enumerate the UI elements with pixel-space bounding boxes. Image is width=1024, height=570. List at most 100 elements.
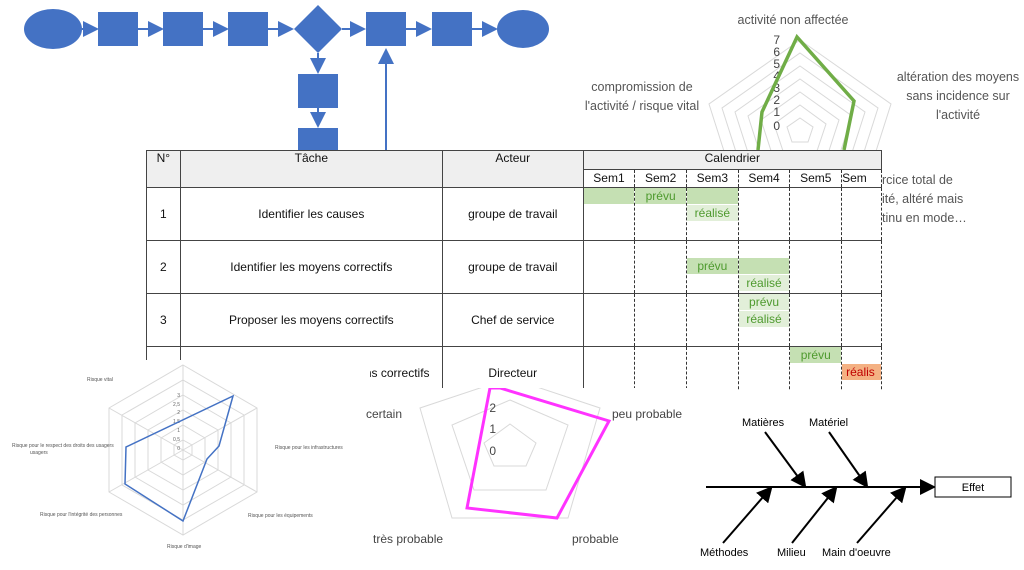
row-task: Identifier les moyens correctifs — [180, 240, 443, 294]
radar-tick: 2,5 — [173, 402, 180, 408]
radar-series-line — [756, 33, 856, 150]
radar-label: rcice total de — [882, 173, 953, 187]
radar-label: l'activité / risque vital — [585, 99, 699, 113]
flowchart — [24, 5, 549, 150]
radar-left: 3 2,5 2 1,5 1 0,5 0 Risque vital Risque … — [0, 360, 370, 570]
radar-tick: 0 — [177, 446, 180, 452]
week-header: Sem4 — [737, 168, 791, 188]
cause-label: Méthodes — [700, 547, 749, 559]
radar-label: Risque vital — [87, 377, 113, 383]
process-box — [228, 12, 268, 46]
radar-label: Risque pour les équipements — [248, 513, 313, 519]
header-actor: Acteur — [441, 150, 584, 188]
header-calendar: Calendrier — [582, 150, 882, 170]
week-header: Sem1 — [582, 168, 636, 188]
gantt-table: N° Tâche Acteur Calendrier Sem1 Sem2 Sem… — [146, 150, 882, 390]
radar-label: sans incidence sur — [906, 89, 1010, 103]
table-row: 3 Proposer les moyens correctifs Chef de… — [146, 293, 882, 347]
radar-tick: 3 — [177, 393, 180, 399]
decision-diamond — [294, 5, 342, 53]
planned-bar: prévu — [790, 347, 842, 363]
week-header: Sem3 — [686, 168, 739, 188]
week-header: Sem2 — [634, 168, 687, 188]
row-num: 2 — [146, 240, 181, 294]
radar-tick: 1,5 — [173, 419, 180, 425]
effect-label: Effet — [962, 482, 984, 494]
effect-box — [934, 476, 1012, 498]
week-header: Sem5 — [789, 168, 843, 188]
radar-series-line — [465, 388, 612, 520]
radar-tick: 1 — [489, 422, 496, 436]
row-num: 1 — [146, 187, 181, 241]
process-box — [163, 12, 203, 46]
radar-tick: 4 — [773, 69, 780, 83]
planned-bar — [738, 258, 790, 274]
process-box — [366, 12, 406, 46]
process-box — [298, 128, 338, 150]
radar-label: Risque pour les infrastructures — [275, 445, 343, 451]
radar-tick: 7 — [773, 33, 780, 47]
done-bar: réalisé — [687, 205, 738, 221]
planned-bar: prévu — [687, 258, 738, 274]
row-actor: Chef de service — [442, 293, 584, 347]
radar-label: probable — [572, 532, 619, 546]
row-actor: Directeur — [442, 346, 584, 390]
planned-bar: prévu — [738, 294, 790, 310]
row-task: Identifier les causes — [180, 187, 443, 241]
header-task: Tâche — [179, 150, 443, 188]
radar-tick: 0 — [773, 119, 780, 133]
week-header: Sem — [841, 168, 882, 188]
radar-tick: 2 — [177, 410, 180, 416]
cause-label: Matériel — [809, 417, 848, 429]
cause-arrow — [828, 431, 869, 489]
radar-tick: 0 — [489, 444, 496, 458]
planned-bar — [687, 188, 738, 204]
radar-tick: 0,5 — [173, 437, 180, 443]
radar-top-cut-labels: rcice total de ité, altéré mais tinu en … — [882, 173, 967, 225]
radar-tick: 2 — [773, 93, 780, 107]
radar-label: l'activité — [936, 108, 980, 122]
radar-label: certain — [366, 407, 402, 421]
fishbone-diagram: Effet Matières Matériel Méthodes Milieu … — [700, 417, 1012, 559]
cause-arrow — [722, 485, 773, 544]
table-row: 1 Identifier les causes groupe de travai… — [146, 187, 882, 241]
radar-series-line — [124, 394, 235, 523]
late-bar: réalis — [842, 364, 881, 380]
radar-label: ité, altéré mais — [882, 192, 963, 206]
radar-label: peu probable — [612, 407, 682, 421]
cause-arrow — [764, 431, 807, 489]
cause-arrow — [856, 485, 907, 544]
radar-label: Risque pour le respect des droits des us… — [12, 443, 114, 449]
radar-label: usagers — [30, 450, 48, 456]
radar-tick: 5 — [773, 57, 780, 71]
start-ellipse — [24, 9, 82, 49]
process-box — [98, 12, 138, 46]
cause-label: Main d'oeuvre — [822, 547, 891, 559]
row-task: Proposer les moyens correctifs — [180, 293, 443, 347]
row-num: 3 — [146, 293, 181, 347]
radar-label: activité non affectée — [738, 13, 849, 27]
cause-label: Matières — [742, 417, 785, 429]
header-num: N° — [146, 150, 181, 188]
cause-label: Milieu — [777, 547, 806, 559]
row-actor: groupe de travail — [442, 187, 584, 241]
radar-label: altération des moyens — [897, 70, 1019, 84]
radar-label: Risque pour l'intégrité des personnes — [40, 512, 123, 518]
radar-label: très probable — [373, 532, 443, 546]
radar-tick: 6 — [773, 45, 780, 59]
process-box — [298, 74, 338, 108]
radar-tick: 1 — [177, 428, 180, 434]
process-box — [432, 12, 472, 46]
end-ellipse — [497, 10, 549, 48]
table-row: 2 Identifier les moyens correctifs group… — [146, 240, 882, 294]
radar-tick: 3 — [773, 81, 780, 95]
radar-mid: 2 1 0 certain peu probable probable très… — [360, 388, 700, 570]
planned-bar — [583, 188, 635, 204]
radar-label: tinu en mode… — [882, 211, 967, 225]
radar-label: compromission de — [591, 80, 692, 94]
row-actor: groupe de travail — [442, 240, 584, 294]
planned-bar: prévu — [635, 188, 686, 204]
done-bar: réalisé — [738, 311, 790, 327]
radar-tick: 2 — [489, 401, 496, 415]
done-bar: réalisé — [738, 275, 790, 291]
